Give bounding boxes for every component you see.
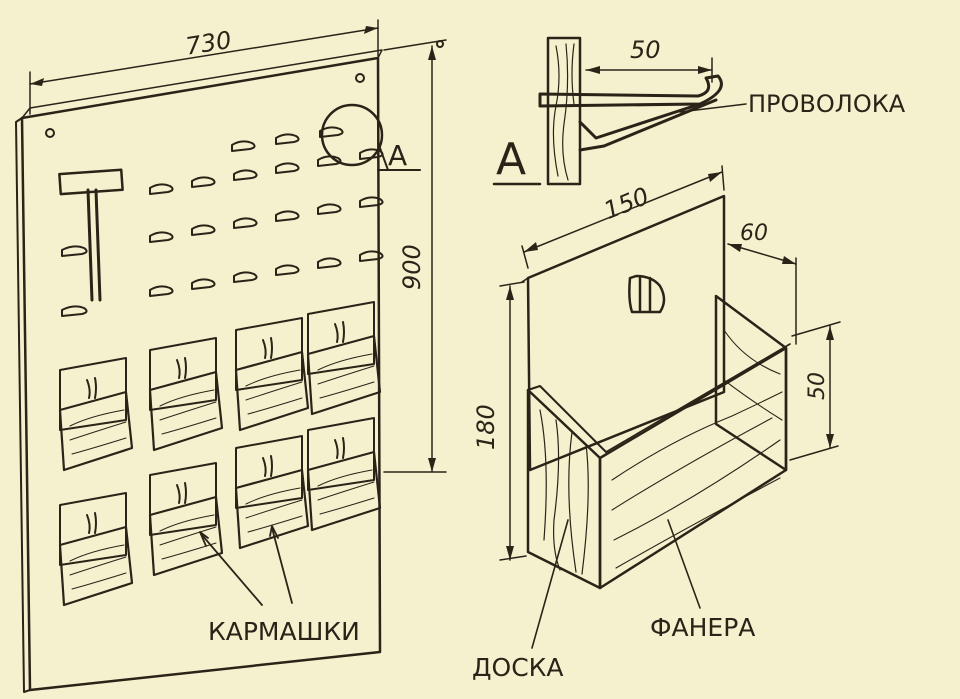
hook-icon bbox=[275, 264, 300, 276]
hammer-head bbox=[58, 168, 124, 196]
hook-icon bbox=[61, 245, 88, 257]
dim-730-label: 730 bbox=[184, 26, 234, 61]
plywood-leader bbox=[667, 519, 701, 609]
hook-icon bbox=[231, 140, 256, 152]
pockets-callout: КАРМАШКИ bbox=[199, 525, 360, 646]
hook-icon bbox=[233, 217, 258, 229]
hook-icon bbox=[359, 196, 384, 208]
pocket-end-board bbox=[526, 388, 602, 590]
label-plywood: ФАНЕРА bbox=[650, 613, 755, 642]
detail-mark: А bbox=[496, 134, 526, 185]
detail-leader bbox=[379, 147, 389, 171]
pocket-back-plate bbox=[526, 194, 726, 472]
hook-icon bbox=[359, 148, 384, 160]
end-wood-grain bbox=[539, 409, 589, 575]
dim-900: 900 bbox=[383, 39, 447, 473]
hook-icon bbox=[319, 126, 344, 138]
plate-edge bbox=[521, 277, 529, 283]
front-rim bbox=[605, 343, 791, 453]
board-pocket bbox=[58, 492, 134, 607]
end-rim bbox=[527, 385, 607, 453]
hook-icon bbox=[275, 162, 300, 174]
board-top-edge bbox=[21, 49, 383, 119]
board-pocket bbox=[148, 337, 224, 452]
label-board: ДОСКА bbox=[472, 653, 564, 682]
board-pocket bbox=[306, 301, 382, 416]
hook-icon bbox=[149, 183, 174, 195]
pockets-leader bbox=[271, 527, 293, 604]
plate-hook-icon bbox=[628, 274, 666, 314]
pocket-detail: 150 60 180 50 ФАНЕРА ДОСКА bbox=[472, 165, 841, 682]
screw-icon bbox=[45, 128, 55, 138]
board-front-face bbox=[20, 56, 382, 692]
label-wire: ПРОВОЛОКА bbox=[748, 90, 906, 118]
wood-grain bbox=[552, 43, 575, 181]
dim-50-front-label: 50 bbox=[805, 372, 830, 400]
wire-hook-brace bbox=[578, 102, 702, 140]
pegboard bbox=[15, 49, 383, 693]
hammer-handle-edge bbox=[94, 188, 102, 302]
hook-icon bbox=[149, 231, 174, 243]
dim-180-label: 180 bbox=[472, 404, 500, 450]
hook-icon bbox=[191, 224, 216, 236]
board-pocket bbox=[306, 417, 382, 532]
hook-icon bbox=[275, 210, 300, 222]
hook-icon bbox=[61, 305, 88, 317]
pocket-front-panel bbox=[598, 346, 788, 590]
hook-icon bbox=[317, 155, 342, 167]
board-leader bbox=[531, 519, 569, 649]
hook-icon bbox=[359, 250, 384, 262]
dim-150-label: 150 bbox=[600, 182, 653, 225]
screw-icon bbox=[355, 73, 365, 83]
pockets-leader bbox=[201, 534, 263, 606]
hook-icon bbox=[317, 203, 342, 215]
hook-icon bbox=[275, 133, 300, 145]
wire-hook-brace-lower bbox=[578, 98, 718, 152]
hook-rows bbox=[61, 126, 384, 317]
board-left-edge bbox=[15, 117, 31, 693]
front-wood-grain bbox=[611, 391, 783, 569]
detail-a-hook: 50 ПРОВОЛОКА А bbox=[492, 36, 906, 186]
section-board bbox=[546, 36, 582, 186]
side-wood-grain bbox=[723, 329, 783, 421]
wire-hook-icon bbox=[538, 74, 723, 108]
hook-icon bbox=[317, 257, 342, 269]
detail-mark-board: А bbox=[388, 139, 407, 172]
hook-icon bbox=[191, 278, 216, 290]
hammer-handle bbox=[86, 188, 94, 302]
board-pocket bbox=[234, 317, 310, 432]
board-pocket bbox=[234, 435, 310, 550]
detail-circle bbox=[320, 103, 384, 167]
dim-730: 730 bbox=[29, 19, 379, 115]
hook-icon bbox=[233, 169, 258, 181]
pocket-grid bbox=[58, 301, 382, 607]
dim-60-label: 60 bbox=[740, 221, 768, 246]
hook-icon bbox=[191, 176, 216, 188]
hook-icon bbox=[149, 285, 174, 297]
wire-leader bbox=[679, 103, 747, 113]
board-pocket bbox=[58, 357, 134, 472]
hook-icon bbox=[233, 271, 258, 283]
hammer bbox=[58, 168, 124, 302]
detail-callout-a: А bbox=[320, 103, 421, 172]
board-pocket bbox=[148, 462, 224, 577]
label-pockets: КАРМАШКИ bbox=[208, 617, 360, 646]
dim-900-label: 900 bbox=[398, 244, 426, 290]
dim-50-hook-label: 50 bbox=[630, 36, 661, 64]
